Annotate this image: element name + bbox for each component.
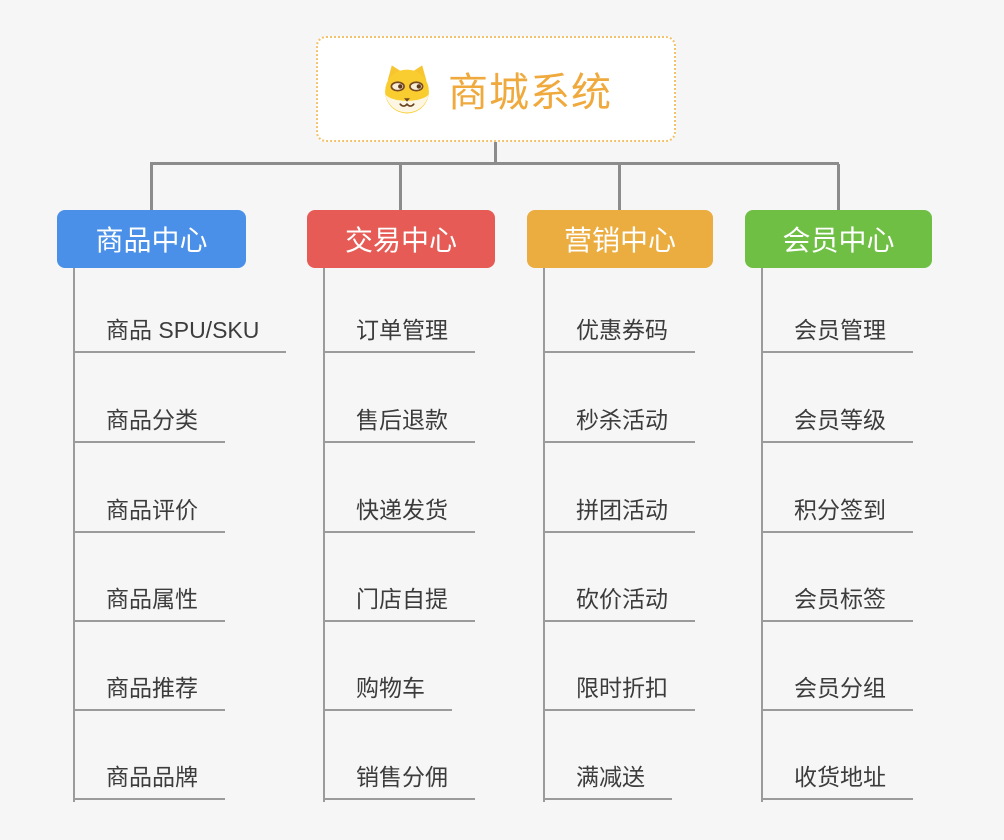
leaf-node[interactable]: 商品品牌 bbox=[73, 753, 225, 800]
connector-column-line bbox=[73, 268, 75, 802]
leaf-node[interactable]: 会员等级 bbox=[761, 396, 913, 443]
connector-horizontal-bar bbox=[150, 162, 839, 165]
connector-drop-products bbox=[150, 164, 153, 210]
connector-drop-members bbox=[837, 164, 840, 210]
leaf-node[interactable]: 砍价活动 bbox=[543, 575, 695, 622]
connector-drop-trade bbox=[399, 164, 402, 210]
branch-node-trade-center[interactable]: 交易中心 bbox=[307, 210, 495, 268]
leaf-node[interactable]: 售后退款 bbox=[323, 396, 475, 443]
leaf-node[interactable]: 会员管理 bbox=[761, 306, 913, 353]
branch-node-member-center[interactable]: 会员中心 bbox=[745, 210, 932, 268]
leaf-node[interactable]: 拼团活动 bbox=[543, 486, 695, 533]
connector-drop-marketing bbox=[618, 164, 621, 210]
leaf-node[interactable]: 积分签到 bbox=[761, 486, 913, 533]
leaf-node[interactable]: 快递发货 bbox=[323, 486, 475, 533]
leaf-node[interactable]: 会员分组 bbox=[761, 664, 913, 711]
leaf-node[interactable]: 收货地址 bbox=[761, 753, 913, 800]
leaf-node[interactable]: 订单管理 bbox=[323, 306, 475, 353]
leaf-node[interactable]: 满减送 bbox=[543, 753, 672, 800]
leaf-node[interactable]: 商品分类 bbox=[73, 396, 225, 443]
connector-column-line bbox=[543, 268, 545, 802]
connector-column-line bbox=[323, 268, 325, 802]
root-node[interactable]: 商城系统 bbox=[316, 36, 676, 142]
leaf-node[interactable]: 秒杀活动 bbox=[543, 396, 695, 443]
root-title: 商城系统 bbox=[448, 71, 612, 115]
leaf-node[interactable]: 会员标签 bbox=[761, 575, 913, 622]
leaf-node[interactable]: 限时折扣 bbox=[543, 664, 695, 711]
leaf-node[interactable]: 商品属性 bbox=[73, 575, 225, 622]
shiba-dog-icon bbox=[385, 65, 429, 114]
leaf-node[interactable]: 优惠券码 bbox=[543, 306, 695, 353]
branch-node-marketing-center[interactable]: 营销中心 bbox=[527, 210, 713, 268]
leaf-node[interactable]: 购物车 bbox=[323, 664, 452, 711]
leaf-node[interactable]: 商品推荐 bbox=[73, 664, 225, 711]
leaf-node[interactable]: 商品 SPU/SKU bbox=[73, 306, 287, 353]
connector-trunk bbox=[494, 142, 497, 163]
leaf-node[interactable]: 商品评价 bbox=[73, 486, 225, 533]
branch-node-product-center[interactable]: 商品中心 bbox=[57, 210, 246, 268]
leaf-node[interactable]: 门店自提 bbox=[323, 575, 475, 622]
leaf-node[interactable]: 销售分佣 bbox=[323, 753, 475, 800]
connector-column-line bbox=[761, 268, 763, 802]
